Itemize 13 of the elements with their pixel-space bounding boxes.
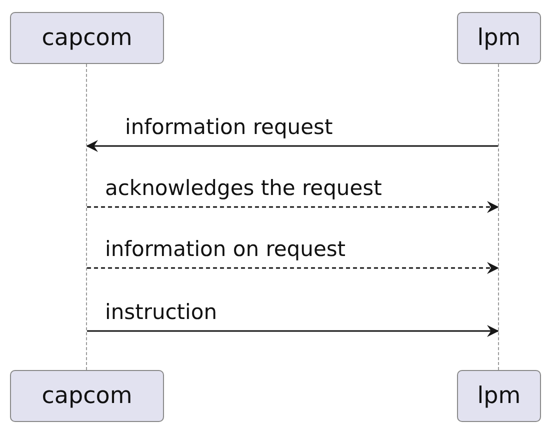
message-arrow (87, 325, 499, 337)
participant-box: capcom (10, 12, 164, 64)
message-arrow (86, 140, 498, 152)
message-label: information request (125, 115, 333, 139)
lifeline (86, 64, 87, 370)
participant-box: lpm (457, 370, 541, 422)
message-label: information on request (105, 237, 346, 261)
lifeline (498, 64, 499, 370)
message-label: acknowledges the request (105, 176, 382, 200)
message-arrow (87, 201, 499, 213)
participant-box: capcom (10, 370, 164, 422)
message-arrow (87, 262, 499, 274)
participant-box: lpm (457, 12, 541, 64)
